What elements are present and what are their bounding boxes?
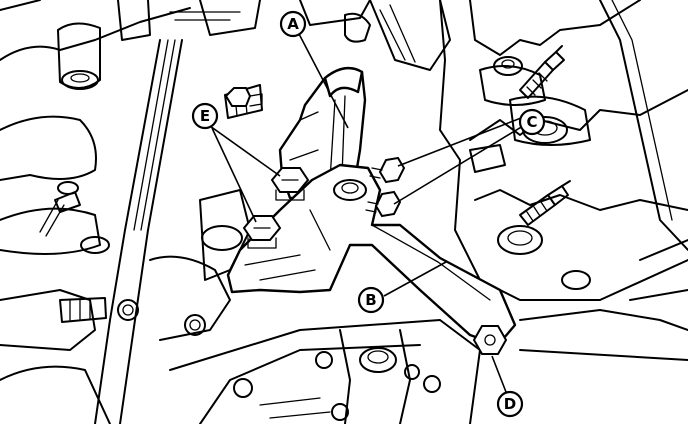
part-b-mount-bracket (226, 163, 517, 347)
callout-c-label: C (526, 113, 537, 131)
top-bolt (224, 87, 263, 107)
leader-c-1 (397, 117, 522, 167)
spark-plug-lower (519, 180, 571, 226)
leader-e-1 (209, 125, 281, 177)
callout-a: A (279, 10, 307, 38)
leader-a (297, 31, 349, 129)
bolt-d (472, 325, 508, 355)
callout-e: E (191, 102, 219, 130)
callout-d-label: D (504, 395, 516, 413)
callout-c: C (518, 108, 546, 136)
bolt-c-lower (365, 190, 402, 218)
bolt-e-upper (270, 167, 310, 201)
callout-d: D (496, 390, 524, 418)
left-bolt (39, 181, 81, 237)
leader-lines (209, 31, 524, 393)
callout-b-label: B (365, 291, 376, 309)
callout-a-label: A (287, 15, 299, 33)
lower-left-bolt (59, 297, 139, 323)
bolt-c-upper (369, 156, 406, 184)
leader-d (491, 355, 507, 393)
leader-c-2 (393, 125, 524, 205)
leader-e-2 (211, 127, 257, 223)
spark-plug-upper (519, 45, 565, 99)
callout-e-label: E (200, 107, 210, 125)
leader-b (383, 261, 447, 297)
callout-b: B (357, 286, 385, 314)
